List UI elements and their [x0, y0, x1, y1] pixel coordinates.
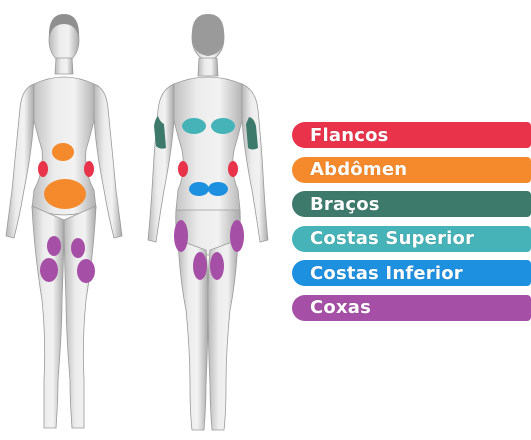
legend-item-abdomen: Abdômen — [292, 157, 531, 183]
back-lower-right-zone — [208, 182, 228, 196]
front-abdomen-lower-zone — [44, 179, 86, 209]
legend-label-abdomen: Abdômen — [310, 159, 407, 180]
legend-item-costas-superior: Costas Superior — [292, 226, 531, 252]
front-thigh-right-upper-zone — [71, 238, 85, 258]
back-flank-left-zone — [178, 161, 188, 177]
legend-label-costas-superior: Costas Superior — [310, 228, 474, 249]
front-thigh-left-upper-zone — [47, 236, 61, 256]
front-abdomen-upper-zone — [52, 143, 74, 161]
front-flank-left-zone — [38, 161, 48, 177]
front-flank-right-zone — [84, 161, 94, 177]
back-thigh-right-outer-zone — [230, 220, 244, 252]
back-thigh-left-outer-zone — [174, 220, 188, 252]
back-upper-right-zone — [211, 118, 235, 134]
legend-label-costas-inferior: Costas Inferior — [310, 263, 463, 284]
back-thigh-left-inner-zone — [193, 252, 207, 280]
legend-label-bracos: Braços — [310, 194, 380, 215]
back-body — [148, 16, 268, 430]
front-body — [6, 18, 122, 428]
front-thigh-right-lower-zone — [77, 259, 95, 283]
legend-item-costas-inferior: Costas Inferior — [292, 260, 531, 286]
legend-item-coxas: Coxas — [292, 295, 531, 321]
legend-item-flancos: Flancos — [292, 122, 531, 148]
back-thigh-right-inner-zone — [210, 252, 224, 280]
back-hair — [192, 14, 224, 56]
back-upper-left-zone — [182, 118, 206, 134]
back-flank-right-zone — [228, 161, 238, 177]
legend-item-bracos: Braços — [292, 191, 531, 217]
front-thigh-left-lower-zone — [40, 258, 58, 282]
back-lower-left-zone — [189, 182, 209, 196]
legend-label-flancos: Flancos — [310, 125, 389, 146]
legend-label-coxas: Coxas — [310, 297, 371, 318]
legend: Flancos Abdômen Braços Costas Superior C… — [292, 122, 531, 330]
